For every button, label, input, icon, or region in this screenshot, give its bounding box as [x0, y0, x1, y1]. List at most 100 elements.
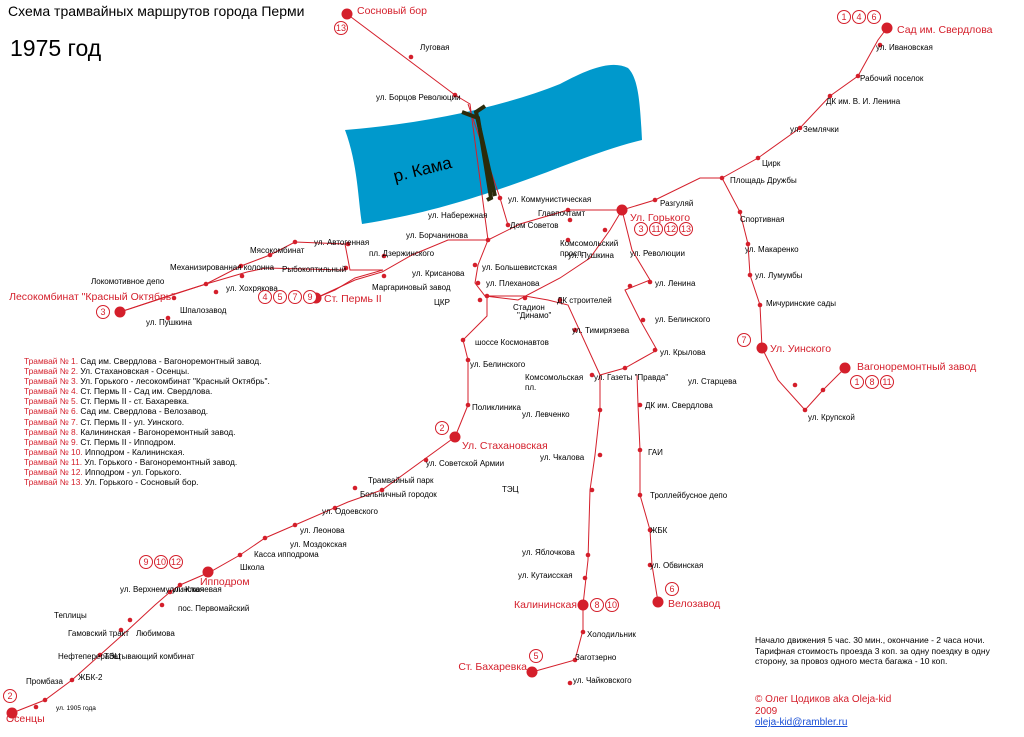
stop-dot [747, 272, 753, 278]
stop-dot [582, 575, 588, 581]
route-badge [334, 21, 348, 35]
legend-row: Трамвай № 9. Ст. Пермь II - Ипподром. [24, 436, 176, 447]
stop-dot [755, 155, 761, 161]
stop-label: Рыбокоптильный [282, 265, 346, 274]
terminal-label: Велозавод [668, 598, 720, 610]
stop-label: ул. Автогенная [314, 238, 369, 247]
terminal-label: Ст. Бахаревка [458, 661, 527, 673]
stop-label: ул. Хохрякова [226, 284, 278, 293]
route-badge [288, 290, 302, 304]
terminal-label: Лесокомбинат "Красный Октябрь" [9, 291, 175, 303]
stop-dot [171, 295, 177, 301]
schedule-notes: Начало движения 5 час. 30 мин., окончани… [755, 635, 1020, 667]
route-badge [529, 649, 543, 663]
stop-dot [292, 239, 298, 245]
legend-row: Трамвай № 12. Ипподром - ул. Горького. [24, 467, 182, 478]
route-badge-number: 10 [607, 600, 617, 610]
stop-dot [622, 365, 628, 371]
route-badge-number: 12 [666, 224, 676, 234]
note-hours: Начало движения 5 час. 30 мин., окончани… [755, 635, 985, 645]
stop-label: ул. Белинского [470, 360, 526, 369]
stop-label: ул. Революции [630, 249, 685, 258]
stop-dot [465, 357, 471, 363]
stop-label: ул. Пушкина [568, 251, 614, 260]
stop-label: Заготзерно [575, 653, 617, 662]
stop-dot [381, 273, 387, 279]
legend-row: Трамвай № 7. Ст. Пермь II - ул. Уинского… [24, 416, 185, 427]
stop-dot [423, 457, 429, 463]
stop-label: Теплицы [54, 611, 87, 620]
stop-dot [602, 227, 608, 233]
stop-label: ул. Борчанинова [406, 231, 468, 240]
route-badge-number: 7 [292, 292, 297, 302]
stop-dot [640, 317, 646, 323]
stop-label: Касса ипподрома [254, 550, 319, 559]
route-badge-number: 2 [439, 423, 444, 433]
stop-label: Троллейбусное депо [650, 491, 728, 500]
stop-dot [557, 297, 563, 303]
stop-label: Главпочтамт [538, 209, 586, 218]
legend-row: Трамвай № 11. Ул. Горького - Вагоноремон… [24, 456, 238, 467]
stop-dot [652, 197, 658, 203]
stop-dot [352, 485, 358, 491]
route-badge [649, 222, 663, 236]
stop-label: ул. Лумумбы [755, 271, 803, 280]
terminal-label: Калининская [514, 599, 577, 611]
stop-label: ул. Пушкина [146, 318, 192, 327]
stop-label: Луговая [420, 43, 449, 52]
stop-label: пос. Первомайский [178, 604, 249, 613]
route-badge [590, 598, 604, 612]
terminal-label: Вагоноремонтный завод [857, 361, 976, 373]
stop-dot [567, 217, 573, 223]
route-badge-number: 12 [171, 557, 181, 567]
route-badge [435, 421, 449, 435]
stop-dot [345, 241, 351, 247]
stop-dot [589, 487, 595, 493]
tram-line [531, 375, 601, 673]
stop-dot [522, 295, 528, 301]
stop-dot [213, 289, 219, 295]
route-badge [867, 10, 881, 24]
stop-label: пл. Дзержинского [369, 249, 435, 258]
stop-label: ул. Большевистская [482, 263, 557, 272]
stop-label: Дом Советов [510, 221, 559, 230]
legend-row: Трамвай № 13. Ул. Горького - Сосновый бо… [24, 477, 199, 488]
stop-label: ул. Плеханова [486, 279, 540, 288]
terminal-label: Осенцы [6, 713, 45, 725]
route-badge-number: 13 [336, 23, 346, 33]
route-badge-number: 5 [533, 651, 538, 661]
stop-label: Любимова [136, 629, 175, 638]
stop-label: ул. 1905 года [56, 705, 96, 712]
stop-dot [237, 552, 243, 558]
route-badge-number: 9 [143, 557, 148, 567]
credit-author: © Олег Цодиков aka Oleja-kid [755, 694, 892, 705]
stop-label: ЖБК-2 [78, 673, 103, 682]
terminal-dot [526, 666, 538, 678]
stop-dot [719, 175, 725, 181]
stop-label: ул. Землячки [790, 125, 839, 134]
stop-label: ул. Советской Армии [426, 459, 504, 468]
tram-line [315, 239, 488, 299]
stop-label: пл. [525, 383, 536, 392]
stop-dot [33, 704, 39, 710]
credit-email-link[interactable]: oleja-kid@rambler.ru [755, 717, 848, 728]
route-badge [303, 290, 317, 304]
terminal-dot [202, 566, 214, 578]
stop-dot [565, 207, 571, 213]
stop-dot [381, 253, 387, 259]
stop-label: Спортивная [740, 215, 784, 224]
route-badge-number: 1 [854, 377, 859, 387]
terminal-label: Сад им. Свердлова [897, 24, 993, 36]
stop-label: Цирк [762, 159, 781, 168]
stop-dot [159, 602, 165, 608]
terminal-dot [577, 599, 589, 611]
route-badge-number: 10 [156, 557, 166, 567]
stop-label: ул. Коммунистическая [508, 195, 591, 204]
tram-line [119, 267, 346, 313]
route-badge [169, 555, 183, 569]
stop-label: ЦКР [434, 298, 450, 307]
stop-dot [118, 627, 124, 633]
stop-dot [565, 237, 571, 243]
route-badge [880, 375, 894, 389]
stop-dot [647, 527, 653, 533]
